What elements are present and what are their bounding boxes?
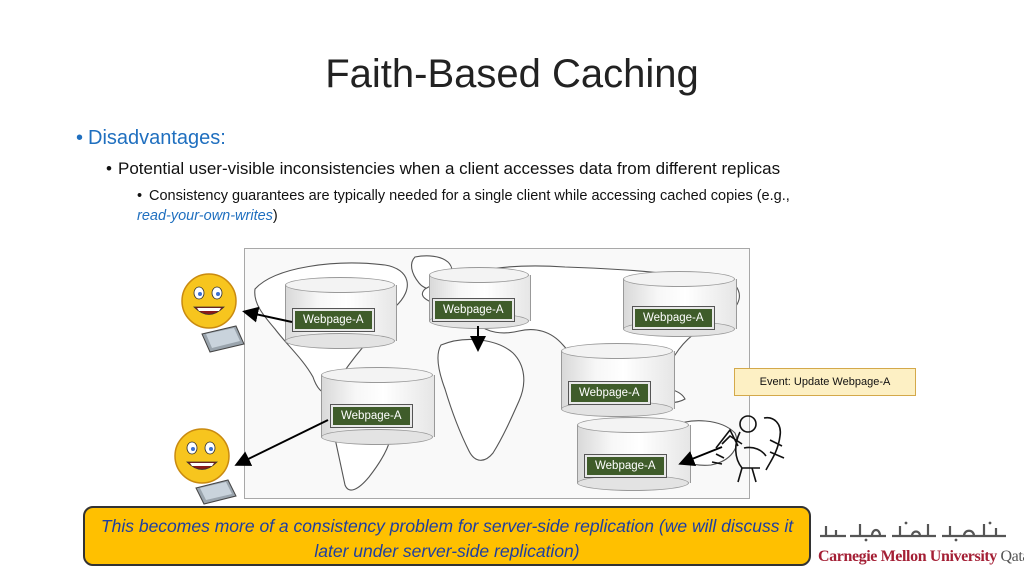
bullet-consistency-guarantees: • Consistency guarantees are typically ne… — [137, 186, 937, 226]
event-update-label: Event: Update Webpage-A — [734, 368, 916, 396]
bullet-dot: • — [76, 127, 84, 149]
smiley-laptop-user-icon — [174, 428, 237, 505]
callout-note: This becomes more of a consistency probl… — [83, 506, 811, 566]
cylinder-bottom — [577, 475, 689, 491]
bullet-3-close: ) — [272, 208, 278, 224]
cylinder-top — [561, 343, 673, 359]
cylinder-top — [577, 417, 689, 433]
bullet-3-emphasis: read-your-own-writes — [137, 208, 273, 224]
cylinder-bottom — [285, 333, 395, 349]
cmu-wordmark-main: Carnegie Mellon University — [818, 548, 997, 565]
cylinder-top — [623, 271, 735, 287]
cylinder-top — [285, 277, 395, 293]
bullet-2-text: Potential user-visible inconsistencies w… — [118, 159, 781, 178]
replica-cylinder-6 — [577, 417, 691, 491]
bullet-3-text: Consistency guarantees are typically nee… — [149, 188, 790, 204]
cmu-qatar-logo: Carnegie Mellon University Qatar — [816, 520, 1024, 568]
cylinder-top — [429, 267, 529, 283]
cylinder-top — [321, 367, 433, 383]
replica-label-1: Webpage-A — [293, 309, 374, 331]
bullet-1-text: Disadvantages: — [88, 127, 226, 149]
replica-label-6: Webpage-A — [585, 455, 666, 477]
replica-label-4: Webpage-A — [569, 382, 650, 404]
cmu-wordmark: Carnegie Mellon University Qatar — [818, 548, 1024, 566]
bullet-disadvantages: •Disadvantages: — [76, 127, 226, 150]
slide-title: Faith-Based Caching — [325, 52, 699, 96]
replica-label-5: Webpage-A — [331, 405, 412, 427]
replica-label-2: Webpage-A — [433, 299, 514, 321]
bullet-inconsistencies: • Potential user-visible inconsistencies … — [106, 159, 780, 179]
bullet-dot: • — [106, 159, 112, 178]
replica-label-3: Webpage-A — [633, 307, 714, 329]
cylinder-bottom — [321, 429, 433, 445]
bullet-dot: • — [137, 188, 143, 204]
replica-cylinder-4 — [561, 343, 675, 417]
world-map-panel: Webpage-A Webpage-A Webpage-A Webpage-A … — [244, 248, 750, 499]
arabic-wordmark-icon — [820, 521, 1006, 542]
smiley-laptop-user-icon — [181, 273, 245, 353]
cmu-wordmark-suffix: Qatar — [1000, 548, 1024, 565]
